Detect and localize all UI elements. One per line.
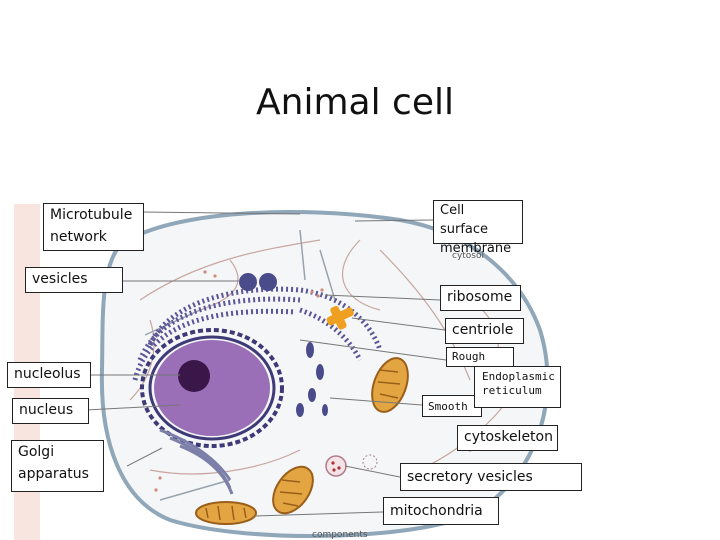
label-golgi-apparatus: Golgi apparatus — [11, 440, 104, 492]
centriole — [326, 305, 354, 330]
label-smooth-er: Smooth — [422, 395, 482, 417]
label-mitochondria: mitochondria — [383, 497, 499, 525]
label-endoplasmic-reticulum: Endoplasmic reticulum — [474, 366, 561, 408]
components-annotation: components — [312, 530, 368, 540]
rough-er — [132, 286, 383, 381]
label-cytoskeleton: cytoskeleton — [457, 425, 558, 451]
secretory-vesicles — [325, 454, 378, 477]
vesicles — [239, 273, 277, 291]
nucleolus — [178, 360, 210, 392]
cytosol-annotation: cytosol — [452, 251, 484, 261]
nucleus — [154, 340, 270, 436]
label-ribosome: ribosome — [440, 285, 521, 311]
label-vesicles: vesicles — [25, 267, 123, 293]
label-microtubule-network: Microtubule network — [43, 203, 144, 251]
label-nucleus: nucleus — [12, 398, 89, 424]
label-cell-surface-membrane: Cell surface membrane — [433, 200, 523, 256]
mitochondria — [195, 357, 409, 525]
label-centriole: centriole — [445, 318, 524, 344]
leader-lines — [85, 211, 511, 517]
page-title: Animal cell — [256, 82, 454, 123]
smooth-er — [296, 342, 328, 417]
label-rough-er: Rough — [446, 347, 514, 367]
nuclear-envelope — [140, 328, 284, 448]
golgi-apparatus — [159, 428, 234, 495]
label-secretory-vesicles: secretory vesicles — [400, 463, 582, 491]
label-nucleolus: nucleolus — [7, 362, 91, 388]
